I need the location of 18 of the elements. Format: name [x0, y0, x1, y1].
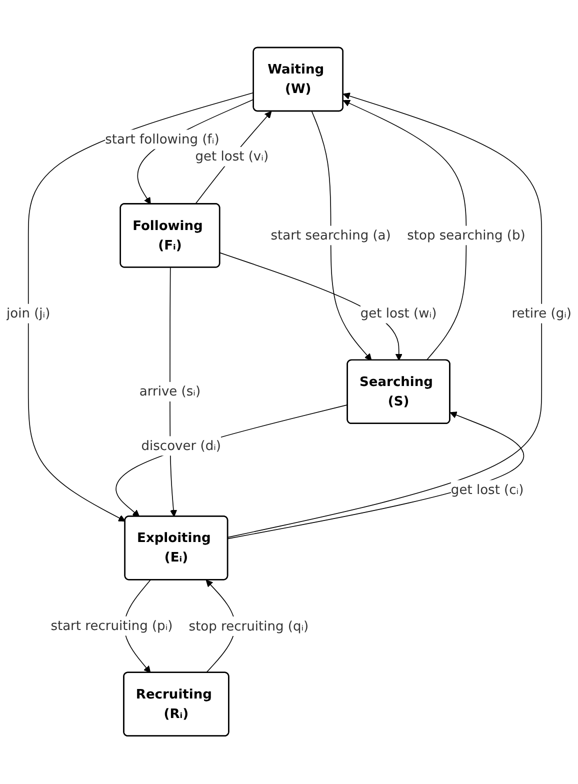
arrow [311, 111, 372, 361]
edge-label: start following (fᵢ) [105, 132, 220, 148]
edge-label: start searching (a) [270, 228, 391, 244]
arrow [228, 412, 524, 540]
edge-label: discover (dᵢ) [141, 438, 221, 454]
edge-label: retire (gᵢ) [512, 306, 572, 322]
arrow [194, 111, 272, 205]
arrow [116, 404, 348, 518]
edge-label: get lost (vᵢ) [195, 148, 269, 164]
edge-label: start recruiting (pᵢ) [50, 618, 173, 634]
edge-label: join (jᵢ) [6, 306, 50, 322]
edge-label: get lost (cᵢ) [450, 482, 524, 498]
edge-label: stop searching (b) [407, 228, 526, 244]
edge-label: stop recruiting (qᵢ) [188, 618, 309, 634]
arrow [228, 92, 542, 538]
edge-label: get lost (wᵢ) [360, 306, 437, 322]
edge-label: arrive (sᵢ) [139, 384, 201, 400]
arrow [342, 100, 467, 362]
